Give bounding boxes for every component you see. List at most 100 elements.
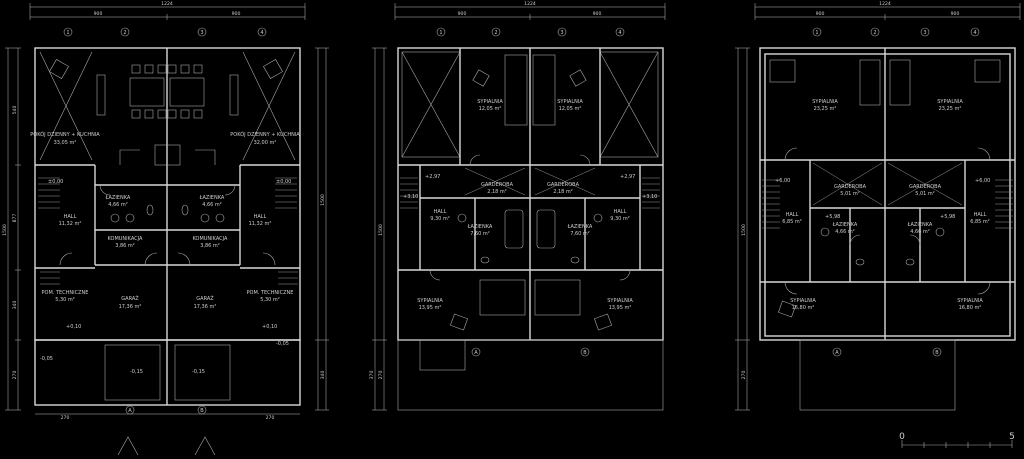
room-name: SYPIALNIA	[417, 298, 443, 304]
level-mark: -0,15	[192, 369, 205, 375]
room-area: 12,05 m²	[479, 106, 502, 112]
room-name: ŁAZIENKA	[567, 224, 593, 230]
dim-top-left: 900	[94, 11, 103, 17]
level-mark: +0,10	[66, 324, 81, 330]
level-mark: +3,10	[403, 194, 418, 200]
room-area: 32,00 m²	[254, 140, 277, 146]
level-mark: ±0,00	[276, 179, 291, 185]
room-area: 33,05 m²	[54, 140, 77, 146]
room-name: POKÓJ DZIENNY + KUCHNIA	[230, 131, 300, 138]
room-area: 17,36 m²	[119, 304, 142, 310]
axis-mark-4: 4	[973, 30, 976, 36]
room-name: SYPIALNIA	[957, 298, 983, 304]
room-area: 2,18 m²	[487, 189, 507, 195]
scale-bar-start: 0	[899, 432, 905, 442]
dim-top-total: 1224	[524, 1, 536, 7]
dim-right-2: 340	[320, 371, 326, 380]
room-area: 6,85 m²	[782, 219, 802, 225]
room-name: KOMUNIKACJA	[193, 236, 229, 242]
room-name: SYPIALNIA	[790, 298, 816, 304]
room-name: GARDEROBA	[909, 184, 942, 190]
axis-mark-3: 3	[560, 30, 563, 36]
dim-left-1: 270	[741, 371, 747, 380]
room-name: ŁAZIENKA	[199, 195, 225, 201]
room-area: 9,30 m²	[610, 216, 630, 222]
dim-bottom-right: 270	[266, 415, 275, 421]
room-area: 5,30 m²	[260, 297, 280, 303]
dim-left-2: 877	[12, 214, 18, 223]
room-name: GARAŻ	[121, 295, 139, 302]
room-name: GARDEROBA	[834, 184, 867, 190]
level-mark: -0,15	[130, 369, 143, 375]
level-mark: +2,97	[425, 174, 440, 180]
room-name: HALL	[614, 209, 627, 215]
room-name: HALL	[434, 209, 447, 215]
room-name: ŁAZIENKA	[832, 222, 858, 228]
room-name: SYPIALNIA	[937, 99, 963, 105]
room-name: ŁAZIENKA	[467, 224, 493, 230]
room-name: POKÓJ DZIENNY + KUCHNIA	[30, 131, 100, 138]
room-area: 13,95 m²	[609, 305, 632, 311]
dim-left-total: 1500	[2, 224, 8, 236]
room-name: ŁAZIENKA	[907, 222, 933, 228]
room-area: 3,86 m²	[115, 243, 135, 249]
level-mark: -0,05	[40, 356, 53, 362]
axis-mark-2: 2	[123, 30, 126, 36]
level-mark: +5,98	[940, 214, 955, 220]
level-mark: +0,10	[262, 324, 277, 330]
room-name: SYPIALNIA	[812, 99, 838, 105]
room-area: 4,66 m²	[202, 202, 222, 208]
level-mark: +2,97	[620, 174, 635, 180]
room-area: 4,66 m²	[835, 229, 855, 235]
axis-mark-b: B	[200, 408, 204, 414]
room-area: 17,36 m²	[194, 304, 217, 310]
room-area: 5,01 m²	[840, 191, 860, 197]
room-area: 7,60 m²	[570, 231, 590, 237]
dim-top-left: 900	[458, 11, 467, 17]
room-name: SYPIALNIA	[477, 99, 503, 105]
room-area: 2,18 m²	[553, 189, 573, 195]
ground-floor-plan: 1224 900 900 540 877 340 270 1500 1500 3…	[2, 1, 329, 456]
room-name: HALL	[786, 212, 799, 218]
room-name: ŁAZIENKA	[105, 195, 131, 201]
attic-plan: 1224 900 900 1500 270	[735, 1, 1021, 411]
room-name: SYPIALNIA	[607, 298, 633, 304]
dim-left-total: 1500	[378, 224, 384, 236]
room-area: 23,25 m²	[939, 106, 962, 112]
first-floor-plan: 1224 900 900 1500 270 370	[369, 1, 666, 411]
room-area: 9,30 m²	[430, 216, 450, 222]
room-area: 4,66 m²	[108, 202, 128, 208]
level-mark: -0,05	[276, 341, 289, 347]
room-area: 16,80 m²	[959, 305, 982, 311]
room-area: 11,32 m²	[59, 221, 82, 227]
dim-top-total: 1224	[161, 1, 173, 7]
dim-left-3: 340	[12, 301, 18, 310]
room-area: 23,25 m²	[814, 106, 837, 112]
dim-top-left: 900	[816, 11, 825, 17]
dim-left-1: 270	[378, 371, 384, 380]
room-area: 13,95 m²	[419, 305, 442, 311]
room-area: 6,85 m²	[970, 219, 990, 225]
axis-mark-b: B	[935, 350, 939, 356]
room-name: GARAŻ	[196, 295, 214, 302]
room-name: POM. TECHNICZNE	[42, 290, 89, 296]
room-name: HALL	[974, 212, 987, 218]
dim-bottom-left: 270	[61, 415, 70, 421]
dim-left-total: 1500	[741, 224, 747, 236]
level-mark: +6,00	[975, 178, 990, 184]
room-name: HALL	[254, 214, 267, 220]
room-area: 5,30 m²	[55, 297, 75, 303]
room-name: KOMUNIKACJA	[108, 236, 144, 242]
dim-top-right: 900	[232, 11, 241, 17]
room-area: 4,66 m²	[910, 229, 930, 235]
dim-left-4: 270	[12, 371, 18, 380]
room-name: GARDEROBA	[547, 182, 580, 188]
room-name: HALL	[64, 214, 77, 220]
room-area: 16,80 m²	[792, 305, 815, 311]
room-area: 12,05 m²	[559, 106, 582, 112]
room-name: SYPIALNIA	[557, 99, 583, 105]
room-area: 5,01 m²	[915, 191, 935, 197]
axis-mark-2: 2	[494, 30, 497, 36]
